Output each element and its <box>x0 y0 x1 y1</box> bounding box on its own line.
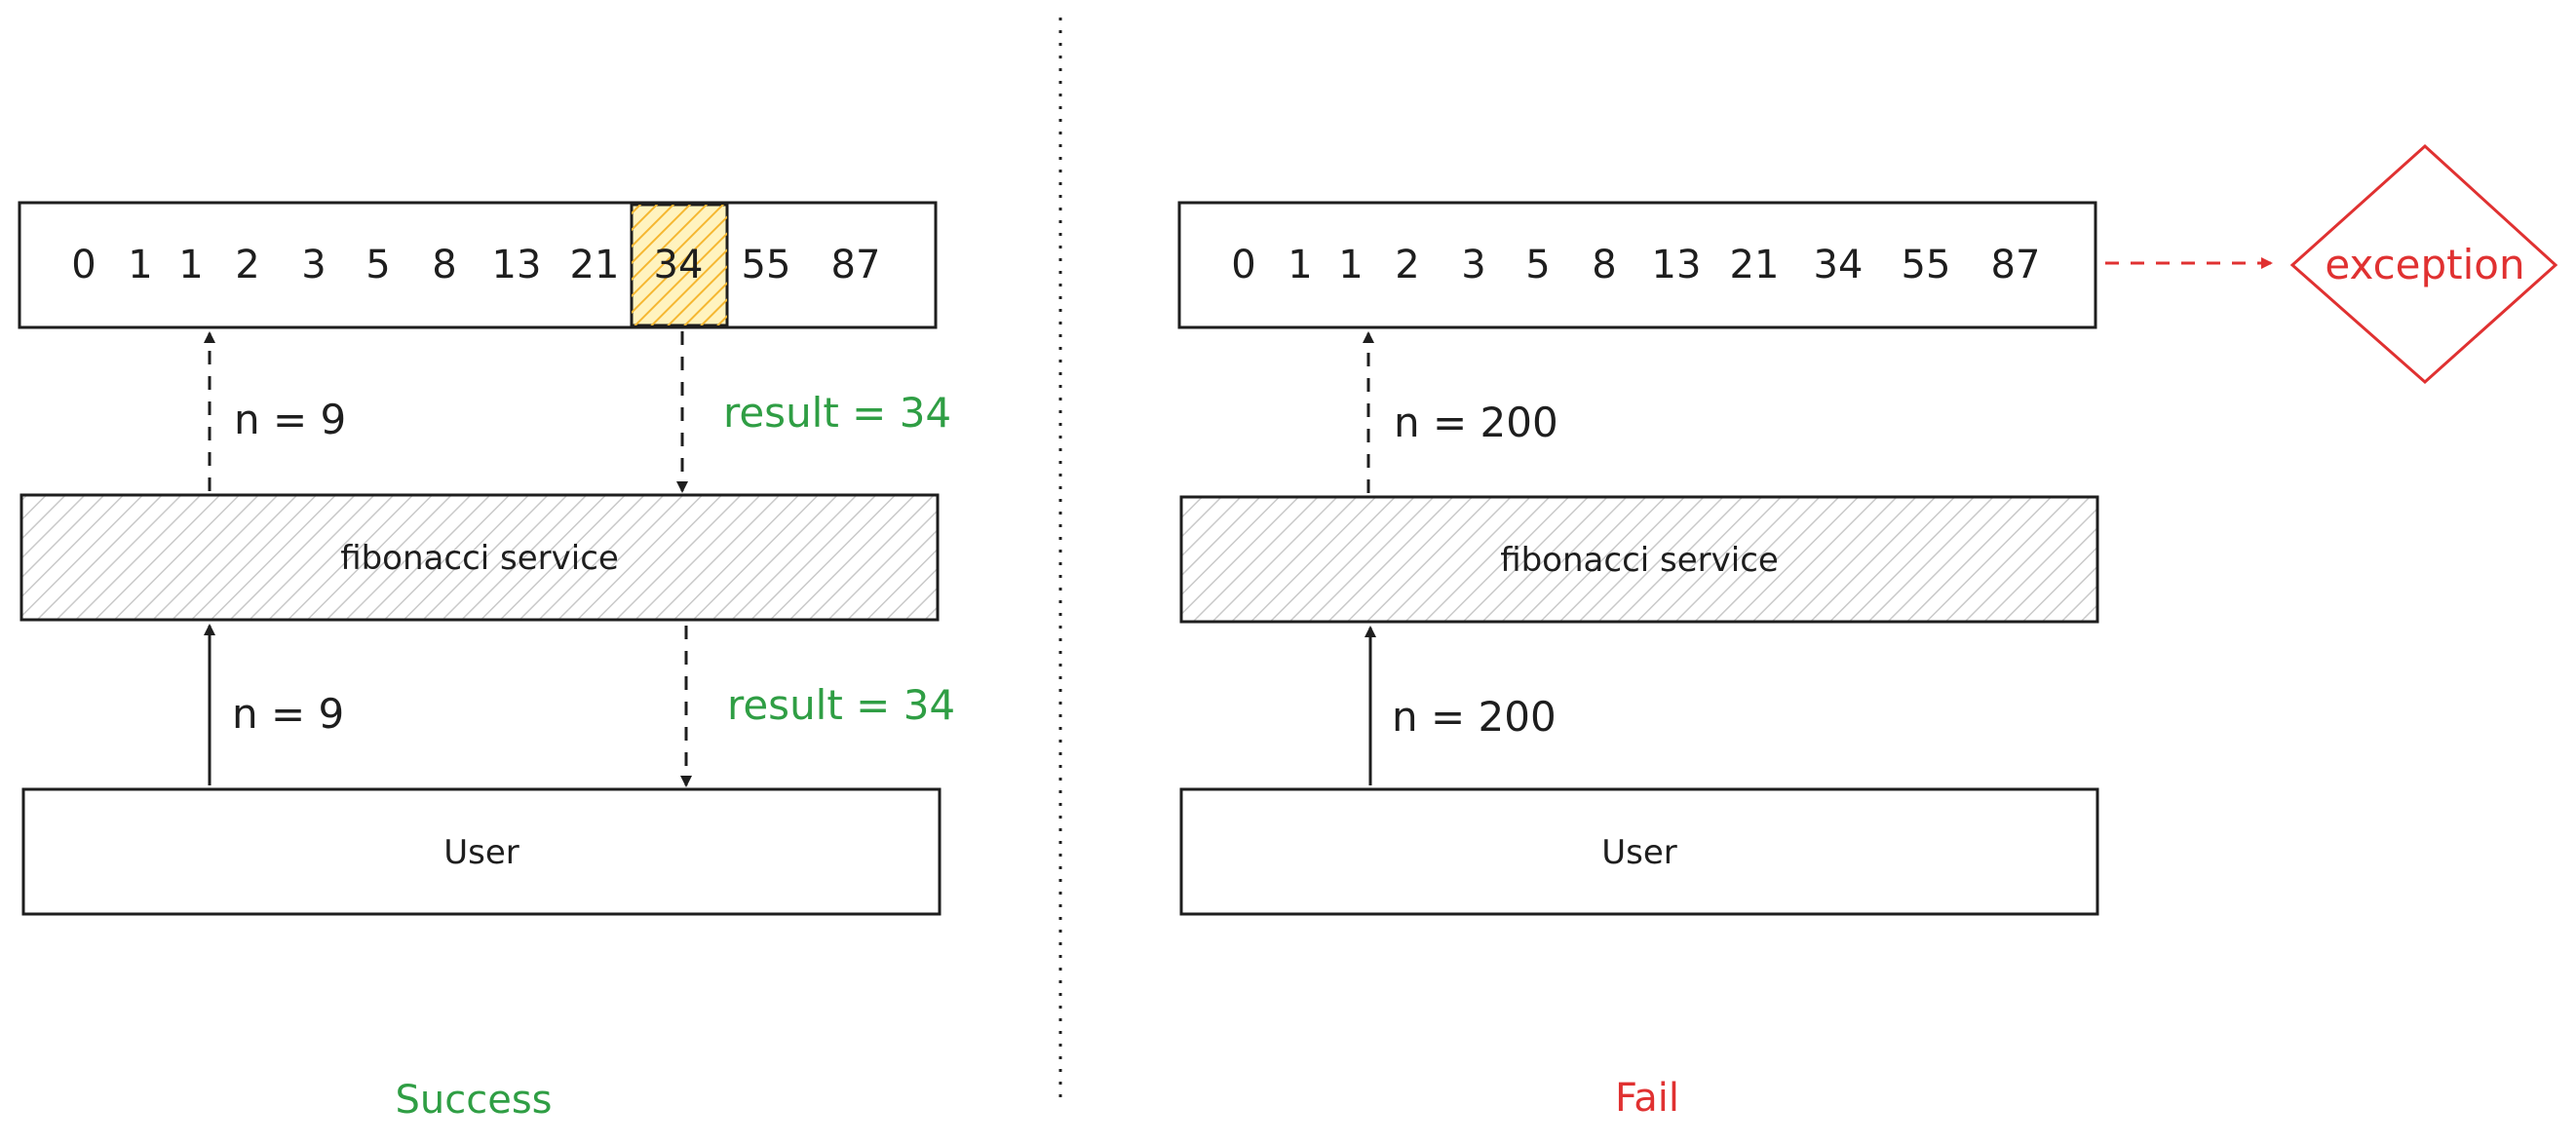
success-request-label-bottom: n = 9 <box>232 690 344 738</box>
fail-sequence-box <box>1177 201 2097 329</box>
success-request-label-top: n = 9 <box>234 396 346 443</box>
success-sequence-value: 8 <box>432 243 456 287</box>
fail-sequence-value: 1 <box>1288 243 1312 287</box>
success-result-label-bottom: result = 34 <box>727 681 955 729</box>
fail-sequence-value: 55 <box>1902 243 1951 287</box>
success-sequence-value: 3 <box>301 243 326 287</box>
success-sequence-value: 34 <box>654 243 704 287</box>
fail-sequence-value: 3 <box>1461 243 1485 287</box>
success-sequence-value: 2 <box>235 243 259 287</box>
success-sequence-value: 1 <box>128 243 152 287</box>
fail-sequence-value: 87 <box>1991 243 2041 287</box>
fail-request-label-top: n = 200 <box>1394 399 1558 446</box>
success-sequence-value: 0 <box>71 243 96 287</box>
success-sequence-value: 55 <box>742 243 791 287</box>
fail-exception-label: exception <box>2325 241 2524 288</box>
success-sequence-value: 21 <box>570 243 620 287</box>
fail-sequence-value: 34 <box>1814 243 1864 287</box>
success-highlight-hatch <box>632 205 727 325</box>
fail-sequence-value: 13 <box>1652 243 1702 287</box>
success-caption: Success <box>395 1078 552 1123</box>
success-user-box <box>21 787 942 916</box>
fail-service-box <box>1179 495 2099 624</box>
fail-user-box <box>1179 787 2099 916</box>
success-service-label: fibonacci service <box>340 539 619 578</box>
fail-exception-diamond <box>2289 143 2558 385</box>
fail-user-label: User <box>1601 833 1677 872</box>
fail-caption: Fail <box>1615 1076 1679 1121</box>
fail-request-label-bottom: n = 200 <box>1392 693 1557 741</box>
success-sequence-value: 13 <box>492 243 542 287</box>
success-result-label-top: result = 34 <box>723 389 951 437</box>
success-sequence-box <box>18 201 938 329</box>
success-sequence-value: 87 <box>831 243 881 287</box>
fail-sequence-value: 5 <box>1525 243 1550 287</box>
fail-service-label: fibonacci service <box>1500 541 1779 580</box>
success-sequence-value: 1 <box>178 243 203 287</box>
success-user-label: User <box>443 833 519 872</box>
success-sequence-value: 5 <box>365 243 390 287</box>
fail-sequence-value: 1 <box>1338 243 1363 287</box>
fail-sequence-value: 2 <box>1395 243 1419 287</box>
fail-sequence-value: 21 <box>1730 243 1780 287</box>
fail-sequence-value: 0 <box>1231 243 1255 287</box>
success-service-box <box>19 493 940 622</box>
fail-sequence-value: 8 <box>1592 243 1616 287</box>
